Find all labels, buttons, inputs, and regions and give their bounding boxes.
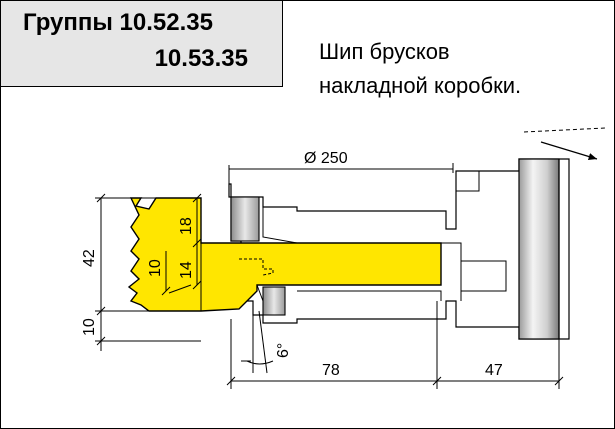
diameter-label: Ø 250 xyxy=(304,150,348,167)
rotation-arrow xyxy=(523,127,606,161)
angle-dimension xyxy=(241,310,274,374)
spindle-shaft xyxy=(518,158,560,340)
lower-knife xyxy=(262,286,286,316)
angle-label: 6° xyxy=(275,343,292,358)
upper-knife xyxy=(230,196,260,242)
height-10-dimension xyxy=(95,311,201,351)
width-47-dimension xyxy=(437,339,564,389)
dim-10-inner xyxy=(161,251,192,296)
dim-14 xyxy=(192,243,202,290)
group-title: Группы 10.52.35 xyxy=(23,9,213,36)
description-line-2: накладной коробки. xyxy=(319,73,522,98)
group-subtitle: 10.53.35 xyxy=(154,45,248,72)
height-10-label: 10 xyxy=(81,318,98,336)
description-line-1: Шип брусков xyxy=(319,39,450,64)
height-42-label: 42 xyxy=(81,249,98,267)
width-78-dimension xyxy=(226,301,442,389)
height-42-dimension xyxy=(95,193,201,316)
tenon-dashed-line xyxy=(239,258,274,276)
dim-10-inner-label: 10 xyxy=(147,259,164,277)
dim-14-label: 14 xyxy=(178,261,195,279)
dim-18-label: 18 xyxy=(178,217,195,235)
diameter-dimension: Ø 250 xyxy=(228,150,454,184)
width-78-label: 78 xyxy=(322,362,340,379)
group-header-box: Группы 10.52.35 10.53.35 xyxy=(1,1,283,87)
width-47-label: 47 xyxy=(485,362,503,379)
